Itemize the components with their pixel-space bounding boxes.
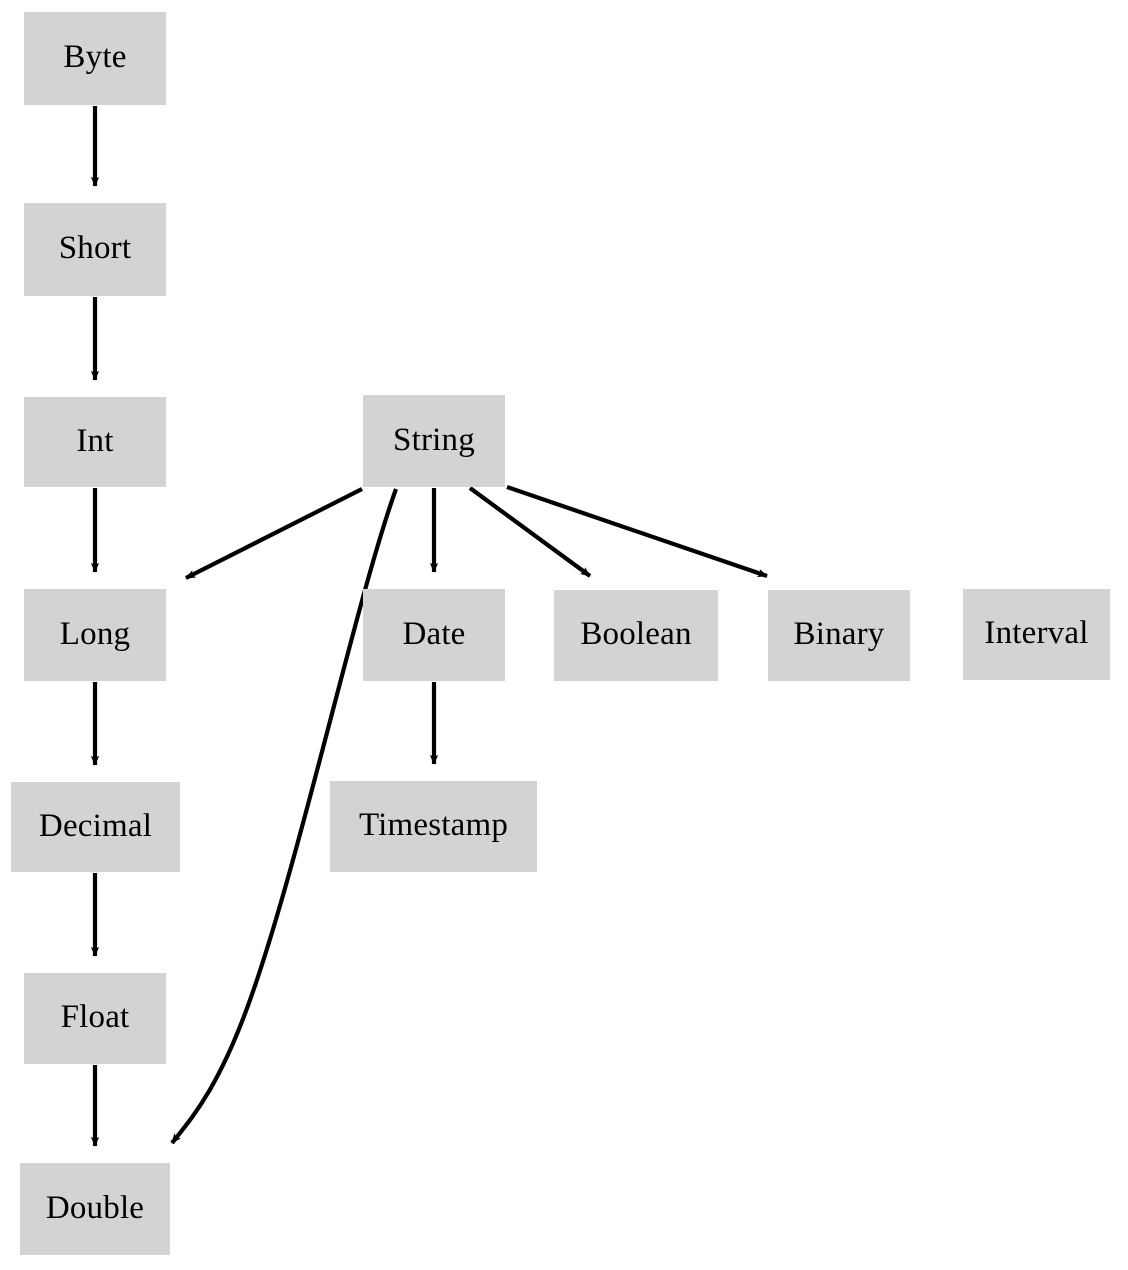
edge-string-long [185,487,363,580]
node-long-label: Long [59,615,131,652]
node-date[interactable]: Date [363,589,505,681]
node-timestamp[interactable]: Timestamp [330,781,537,872]
node-date-label: Date [402,615,466,652]
node-float[interactable]: Float [24,973,166,1064]
node-float-label: Float [60,999,130,1035]
node-interval-label: Interval [984,615,1089,651]
node-double-label: Double [45,1189,145,1226]
node-decimal[interactable]: Decimal [11,782,180,872]
edge-string-boolean [468,486,592,578]
node-int[interactable]: Int [24,397,166,487]
node-decimal-label: Decimal [38,807,153,844]
node-byte[interactable]: Byte [24,12,166,105]
node-string-label: String [393,421,475,458]
node-double[interactable]: Double [20,1163,170,1255]
node-interval[interactable]: Interval [963,589,1110,680]
node-binary-label: Binary [793,616,885,652]
node-long[interactable]: Long [24,589,166,681]
node-boolean[interactable]: Boolean [554,590,718,681]
node-binary[interactable]: Binary [768,590,910,681]
node-timestamp-label: Timestamp [358,807,509,843]
edge-string-binary [506,485,768,578]
node-byte-label: Byte [63,39,127,75]
node-boolean-label: Boolean [580,616,692,652]
node-string[interactable]: String [363,395,505,487]
node-int-label: Int [76,422,114,459]
node-short[interactable]: Short [24,203,166,296]
node-short-label: Short [58,230,132,266]
